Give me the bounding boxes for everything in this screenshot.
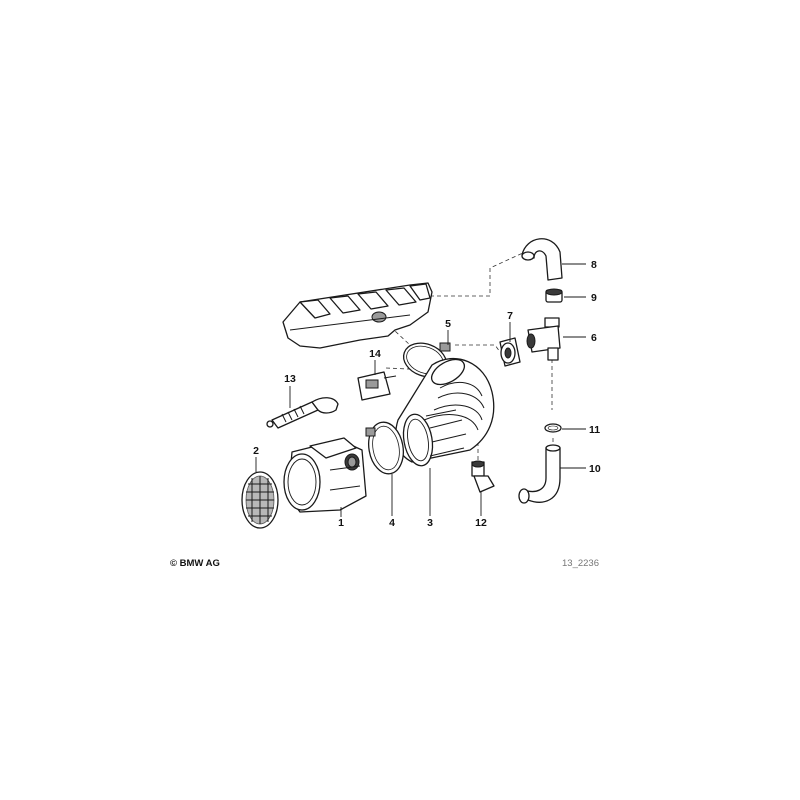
callout-labels: 1 2 3 4 5 6 7 8 9 10 11 12 13 14 bbox=[253, 259, 601, 529]
part-7-bushing bbox=[499, 337, 521, 367]
callout-1: 1 bbox=[338, 517, 344, 529]
callout-2: 2 bbox=[253, 445, 259, 457]
part-13-sensor bbox=[266, 397, 339, 429]
copyright-label: © BMW AG bbox=[170, 558, 220, 569]
callout-8: 8 bbox=[591, 259, 597, 271]
callout-4: 4 bbox=[389, 517, 395, 529]
part-1-air-mass-meter bbox=[283, 437, 367, 513]
diagram-reference-code: 13_2236 bbox=[562, 558, 599, 569]
part-8-elbow-hose bbox=[521, 238, 563, 281]
leader-lines bbox=[255, 263, 586, 517]
callout-12: 12 bbox=[475, 517, 487, 529]
callout-11: 11 bbox=[589, 424, 600, 436]
intake-manifold bbox=[282, 282, 433, 349]
callout-7: 7 bbox=[507, 310, 513, 322]
callout-9: 9 bbox=[591, 292, 597, 304]
part-6-t-connector bbox=[526, 317, 561, 361]
part-4-clamp bbox=[365, 421, 404, 475]
part-11-ring bbox=[544, 423, 562, 433]
callout-13: 13 bbox=[284, 373, 296, 385]
callout-3: 3 bbox=[427, 517, 433, 529]
callout-5: 5 bbox=[445, 318, 451, 330]
part-14-connector bbox=[357, 371, 397, 401]
callout-6: 6 bbox=[591, 332, 597, 344]
part-9-grommet bbox=[545, 288, 563, 303]
part-12-elbow-fitting bbox=[471, 460, 495, 493]
part-2-filter-mesh bbox=[241, 471, 279, 529]
part-10-vent-hose bbox=[518, 444, 561, 504]
part-3-intake-boot bbox=[395, 357, 495, 467]
callout-10: 10 bbox=[589, 463, 601, 475]
callout-14: 14 bbox=[369, 348, 381, 360]
